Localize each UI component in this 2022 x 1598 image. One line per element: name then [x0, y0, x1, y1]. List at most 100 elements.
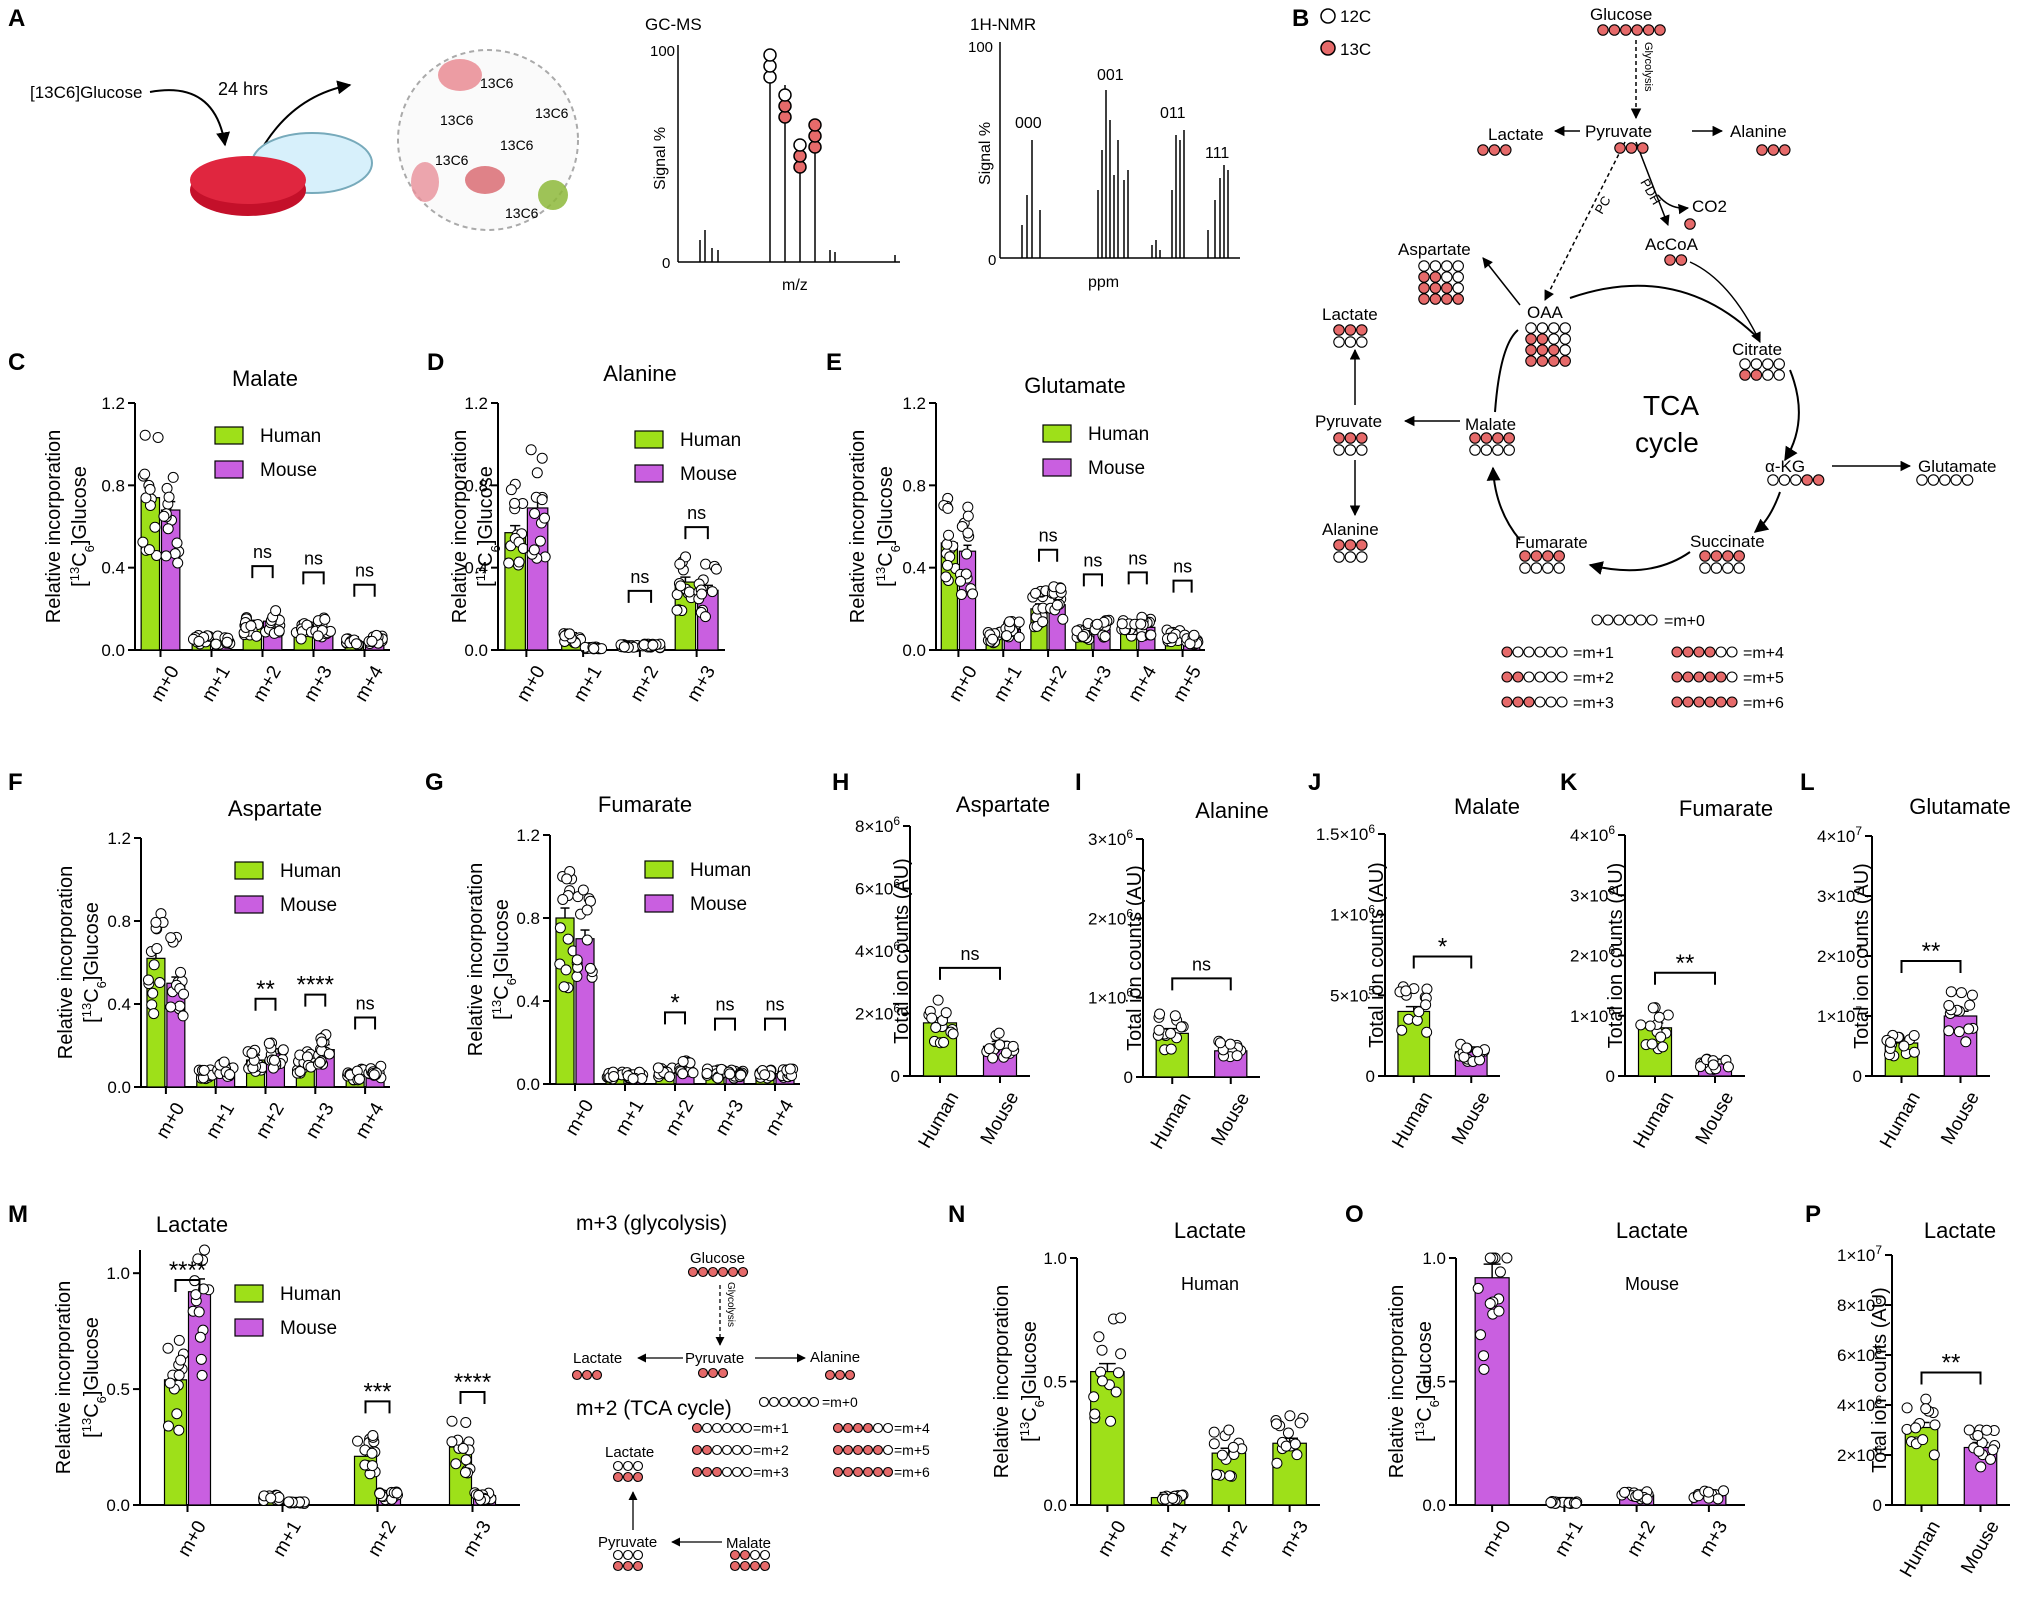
carbon-dot: [1525, 333, 1537, 345]
x-tick-label: m+3: [1276, 1517, 1313, 1560]
tca-arc-akg-succinate: [1753, 491, 1781, 533]
data-point: [677, 1055, 689, 1067]
data-point: [450, 1458, 462, 1470]
data-point: [571, 954, 583, 966]
enzyme-pc: PC: [1592, 193, 1614, 216]
y-axis-subtitle: [13C6]Glucose: [489, 899, 519, 1020]
carbon-dot: [1356, 539, 1368, 551]
panel-letter: P: [1805, 1201, 1821, 1228]
data-point: [967, 588, 979, 600]
significance-label: ns: [630, 567, 649, 587]
carbon-dot: [1530, 562, 1543, 574]
data-point: [581, 904, 593, 916]
data-point: [190, 1289, 202, 1301]
data-point: [1570, 1497, 1582, 1509]
data-point: [671, 604, 683, 616]
data-point: [1004, 616, 1016, 628]
data-point: [700, 558, 712, 570]
data-point: [1291, 1449, 1303, 1461]
carbon-dot: [1559, 344, 1571, 356]
data-point: [581, 934, 593, 946]
carbon-dot: [842, 1444, 854, 1456]
data-point: [699, 611, 711, 623]
met-alanine-2: Alanine: [1322, 520, 1379, 539]
data-point: [316, 1036, 328, 1048]
data-point: [173, 1424, 185, 1436]
carbon-dot: [758, 1396, 770, 1408]
data-point: [196, 1369, 208, 1381]
legend-12c-marker: [1320, 8, 1336, 24]
legend-label-human: Human: [280, 861, 341, 882]
chart-title: Alanine: [603, 361, 676, 386]
data-point: [1400, 985, 1412, 997]
significance-bracket: [251, 565, 274, 579]
scheme-legend-entry: =m+4: [894, 1420, 930, 1436]
carbon-dot: [1778, 474, 1791, 486]
data-point: [270, 605, 282, 617]
carbon-dot: [1548, 344, 1560, 356]
x-tick-label: Human: [1147, 1089, 1196, 1153]
x-tick-label: m+2: [661, 1096, 698, 1139]
y-tick-label: 2×106: [1837, 1443, 1882, 1465]
carbon-dot: [1441, 293, 1453, 305]
nmr-peak-000: 000: [1015, 115, 1042, 132]
carbon-dot: [1693, 646, 1705, 658]
carbon-dot: [697, 1266, 709, 1278]
data-point: [1632, 1489, 1644, 1501]
y-axis-title: Relative incorporation: [449, 430, 471, 623]
y-tick-label: 4×106: [855, 939, 900, 961]
carbon-dot: [1429, 271, 1442, 283]
data-point: [314, 1056, 326, 1068]
scheme-legend-m0: =m+0: [822, 1394, 858, 1410]
data-point: [560, 964, 572, 976]
carbon-dot: [1733, 562, 1745, 574]
data-point: [245, 620, 257, 632]
carbon-dot: [571, 1369, 583, 1381]
y-axis-title: Total ion counts (AU): [1851, 863, 1873, 1049]
bar-m+0: [140, 497, 161, 651]
carbon-dot: [1756, 144, 1768, 156]
x-tick-label: m+4: [761, 1096, 798, 1139]
carbon-dot: [832, 1422, 844, 1434]
carbon-dot: [1556, 646, 1568, 658]
y-tick-label: 0.4: [464, 559, 488, 578]
carbon-dot: [1710, 550, 1723, 562]
carbon-dot: [1333, 539, 1345, 551]
cell-label-6: 13C6: [505, 205, 539, 221]
y-tick-label: 1×106: [1330, 903, 1375, 925]
data-point: [221, 636, 233, 648]
data-point: [1413, 1006, 1425, 1018]
x-tick-label: m+1: [1155, 1517, 1192, 1560]
data-point: [194, 1331, 206, 1343]
data-point: [193, 1306, 205, 1318]
carbon-dot: [1418, 271, 1430, 283]
carbon-dot: [1614, 142, 1626, 154]
carbon-dot: [717, 1266, 729, 1278]
carbon-dot: [1553, 562, 1565, 574]
y-tick-label: 1.0: [106, 1264, 130, 1283]
x-tick-label: m+4: [352, 1099, 389, 1142]
carbon-dot: [1631, 24, 1643, 36]
significance-label: ns: [715, 995, 734, 1015]
carbon-dot: [1333, 336, 1345, 348]
data-point: [531, 467, 543, 479]
significance-label: ***: [363, 1378, 391, 1405]
carbon-dot: [832, 1466, 844, 1478]
carbon-dot: [1682, 696, 1694, 708]
carbon-dot: [842, 1466, 854, 1478]
data-point: [571, 971, 583, 983]
y-tick-label: 0.0: [464, 641, 488, 660]
data-point: [1943, 999, 1955, 1011]
y-axis-title: Relative incorporation: [43, 430, 65, 623]
panel-letter: O: [1345, 1201, 1364, 1228]
data-point: [674, 558, 686, 570]
data-point: [265, 1492, 277, 1504]
carbon-dot: [1675, 254, 1688, 266]
x-tick-label: Human: [1896, 1517, 1945, 1581]
y-axis-title: Total ion counts (AU): [891, 858, 913, 1044]
carbon-dot: [707, 1266, 719, 1278]
data-point: [149, 521, 161, 533]
y-axis-title: Total ion counts (AU): [1869, 1287, 1891, 1473]
carbon-dot: [731, 1466, 743, 1478]
